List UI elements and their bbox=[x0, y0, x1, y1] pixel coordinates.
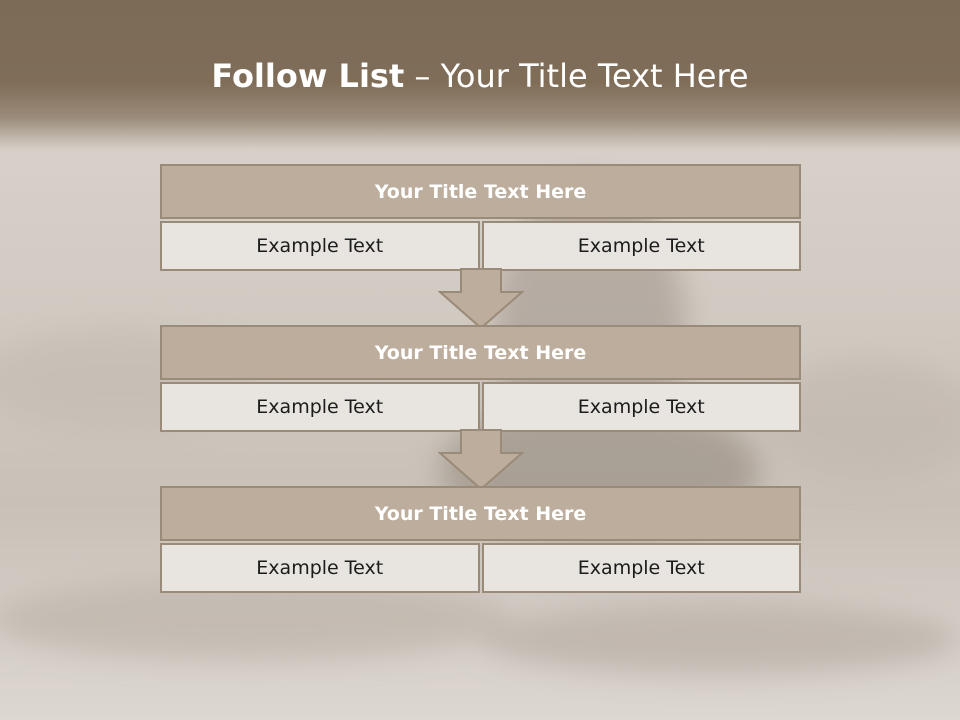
block-row: Example Text Example Text bbox=[160, 543, 801, 593]
list-block-2: Your Title Text Here Example Text Exampl… bbox=[160, 325, 801, 432]
slide-title: Follow List – Your Title Text Here bbox=[0, 54, 960, 98]
title-band bbox=[0, 0, 960, 150]
down-arrow-icon bbox=[438, 268, 524, 330]
block-heading: Your Title Text Here bbox=[160, 325, 801, 380]
list-block-1: Your Title Text Here Example Text Exampl… bbox=[160, 164, 801, 271]
block-heading: Your Title Text Here bbox=[160, 164, 801, 219]
block-heading: Your Title Text Here bbox=[160, 486, 801, 541]
block-cell-left: Example Text bbox=[160, 382, 480, 432]
slide-title-rest: – Your Title Text Here bbox=[414, 57, 749, 95]
block-row: Example Text Example Text bbox=[160, 221, 801, 271]
block-cell-right: Example Text bbox=[481, 221, 801, 271]
block-cell-left: Example Text bbox=[160, 543, 480, 593]
down-arrow-icon bbox=[438, 429, 524, 491]
block-cell-left: Example Text bbox=[160, 221, 480, 271]
block-cell-right: Example Text bbox=[481, 543, 801, 593]
block-cell-right: Example Text bbox=[481, 382, 801, 432]
block-row: Example Text Example Text bbox=[160, 382, 801, 432]
list-block-3: Your Title Text Here Example Text Exampl… bbox=[160, 486, 801, 593]
slide-title-bold: Follow List bbox=[211, 57, 405, 95]
